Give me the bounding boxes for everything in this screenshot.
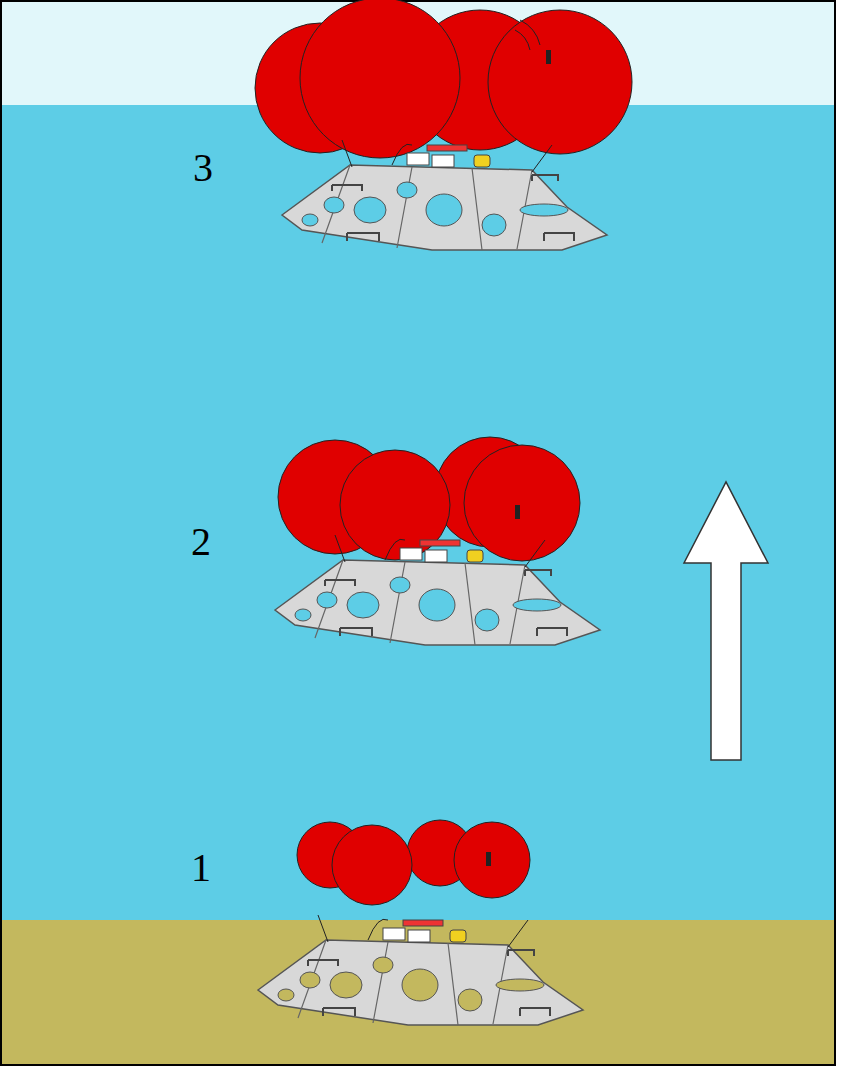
callout-number: 3 bbox=[193, 148, 213, 188]
callout-number: 1 bbox=[191, 848, 211, 888]
callout-number: 2 bbox=[191, 522, 211, 562]
